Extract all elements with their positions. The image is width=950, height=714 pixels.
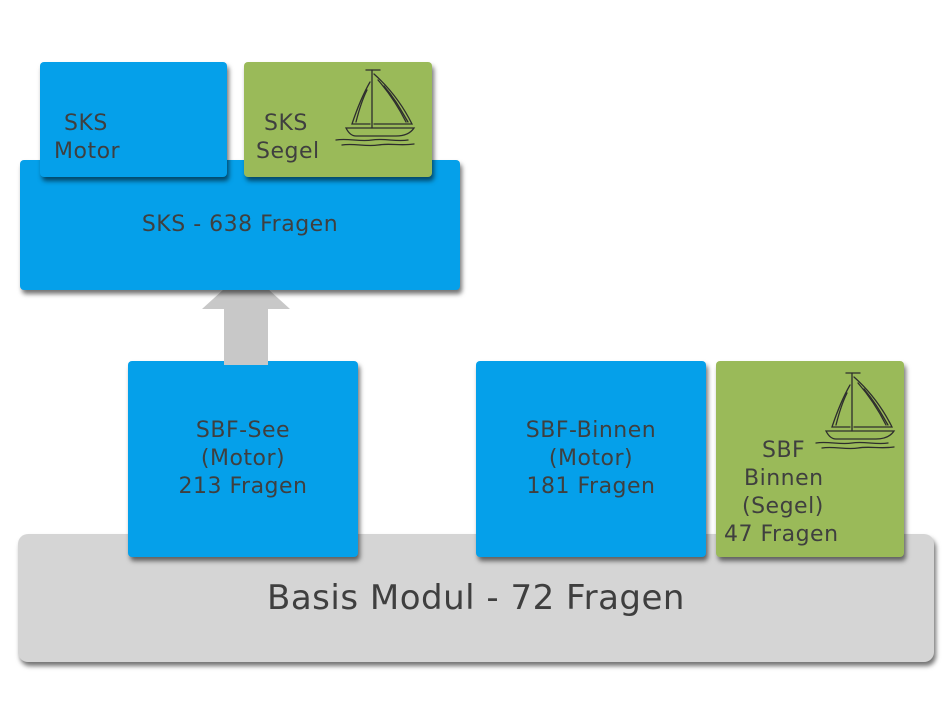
sbf-binnen-segel-line-3: (Segel): [742, 494, 824, 519]
sbf-see-line-3: 213 Fragen: [178, 474, 308, 499]
sbf-binnen-line-3: 181 Fragen: [526, 474, 656, 499]
sbf-binnen-line-2: (Motor): [548, 446, 634, 471]
sailboat-icon: [335, 69, 416, 147]
sbf-binnen-segel-line-4: 47 Fragen: [724, 522, 839, 547]
sks-segel-box: SKS Segel: [244, 62, 432, 177]
sbf-binnen-line-1: SBF-Binnen: [525, 418, 657, 443]
sks-motor-line-1: SKS: [64, 111, 108, 136]
sbf-see-box: SBF-See (Motor) 213 Fragen: [128, 361, 358, 557]
basis-modul-label: Basis Modul - 72 Fragen: [267, 578, 685, 618]
sks-motor-line-2: Motor: [54, 139, 121, 164]
sks-segel-line-1: SKS: [264, 111, 308, 136]
sbf-binnen-box: SBF-Binnen (Motor) 181 Fragen: [476, 361, 706, 557]
sks-segel-line-2: Segel: [256, 139, 320, 164]
sbf-see-line-1: SBF-See: [195, 418, 291, 443]
sbf-see-line-2: (Motor): [200, 446, 286, 471]
arrow-up-icon: [202, 269, 290, 365]
sailboat-icon: [815, 372, 896, 450]
sks-motor-box: SKS Motor: [40, 62, 227, 177]
sbf-binnen-segel-box: SBF Binnen (Segel) 47 Fragen: [716, 361, 904, 557]
sbf-binnen-segel-line-1: SBF: [762, 438, 806, 463]
sks-box: SKS - 638 Fragen: [20, 160, 460, 290]
sks-label: SKS - 638 Fragen: [141, 212, 339, 237]
sbf-binnen-segel-line-2: Binnen: [744, 466, 824, 491]
